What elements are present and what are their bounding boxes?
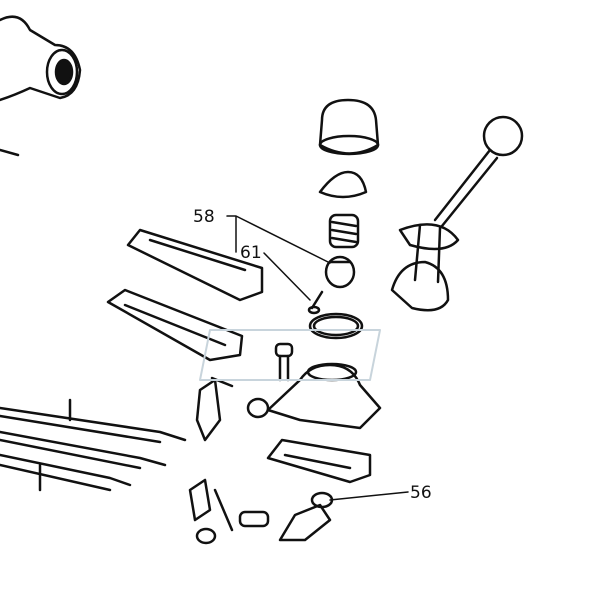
selector-fork [195,376,234,442]
small-parts [188,478,334,545]
callout-leaders [226,215,409,501]
callout-label-56: 56 [410,483,432,503]
gasket-plate [106,288,244,362]
selector-housing [246,362,382,430]
callout-label-58: 58 [193,207,215,227]
dome-cup [318,170,368,199]
o-ring [308,312,364,340]
watermark-logo [199,329,381,381]
spring [328,213,360,249]
shift-lever [390,115,524,312]
bolt [274,342,294,382]
gearbox-housing-part [0,15,82,157]
ball-bush [324,255,356,289]
gear-knob-cap [318,98,380,156]
cover-plate [126,228,264,302]
selector-rods [0,398,187,492]
callout-label-61: 61 [240,243,262,263]
housing-gasket [266,438,372,484]
pin [307,290,324,315]
